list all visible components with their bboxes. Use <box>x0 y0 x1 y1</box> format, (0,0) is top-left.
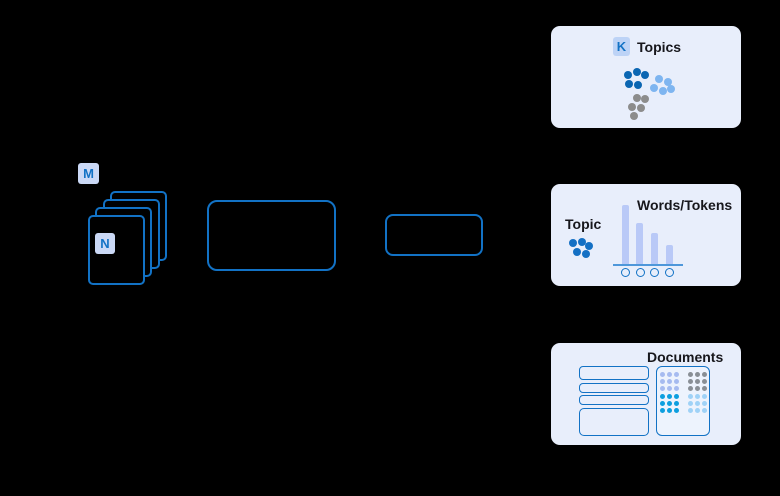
word-token-circle <box>649 267 659 277</box>
blue-topic-cluster-dot <box>582 250 590 258</box>
document-topic-grid-dot <box>694 400 700 406</box>
bar-chart-axis <box>613 264 683 266</box>
document-topic-grid-dot <box>687 407 693 413</box>
document-topic-grid-dot <box>673 378 679 384</box>
words-tokens-label: Words/Tokens <box>637 197 733 213</box>
plate-count-m-badge: M <box>78 163 99 184</box>
light-blue-topic-cluster-dot <box>655 75 663 83</box>
document-topic-grid-dot <box>701 378 707 384</box>
process-box-large <box>207 200 336 271</box>
documents-panel: Documents <box>551 343 741 445</box>
topic-count-k-badge: K <box>613 37 630 56</box>
blue-topic-cluster-dot <box>569 239 577 247</box>
document-text-line-2 <box>579 383 649 393</box>
document-topic-grid-dot <box>694 385 700 391</box>
topic-dot-cluster <box>551 184 741 286</box>
document-text-line-1 <box>579 366 649 380</box>
document-topic-grid-dot <box>673 371 679 377</box>
document-topic-grid-dot <box>687 371 693 377</box>
light-blue-topic-cluster-dot <box>650 84 658 92</box>
document-topic-grid-dot <box>673 385 679 391</box>
document-topic-grid-dot <box>694 393 700 399</box>
dark-blue-topic-cluster-dot <box>625 80 633 88</box>
word-frequency-bar <box>666 245 673 265</box>
light-blue-topic-cluster-dot <box>659 87 667 95</box>
document-topic-grid-dot <box>687 393 693 399</box>
topics-panel: K Topics <box>551 26 741 128</box>
topics-panel-title: Topics <box>637 38 682 55</box>
blue-topic-cluster-dot <box>585 242 593 250</box>
gray-topic-cluster-dot <box>633 94 641 102</box>
topic-word-distribution-panel: Topic Words/Tokens <box>551 184 741 286</box>
document-topic-grid-dot <box>659 371 665 377</box>
document-topic-grid-dot <box>666 371 672 377</box>
document-topic-grid-dot <box>701 393 707 399</box>
gray-topic-cluster-dot <box>630 112 638 120</box>
document-topic-grid-dot <box>666 385 672 391</box>
document-topic-grid-dot <box>666 393 672 399</box>
document-topic-grid-dot <box>701 400 707 406</box>
blue-topic-cluster-dot <box>573 248 581 256</box>
document-topic-grid-dot <box>659 400 665 406</box>
document-topic-grid-dot <box>666 378 672 384</box>
plate-count-n-badge: N <box>95 233 115 254</box>
document-topic-grid-dot <box>687 385 693 391</box>
blue-topic-cluster-dot <box>578 238 586 246</box>
process-box-small <box>385 214 483 256</box>
document-topic-grid-dot <box>673 393 679 399</box>
word-token-circle <box>635 267 645 277</box>
document-topic-grid-box <box>656 366 710 436</box>
topics-panel-header: K Topics <box>613 37 681 56</box>
document-topic-grid-dot <box>694 407 700 413</box>
document-topic-grid-dot <box>694 371 700 377</box>
document-topic-grid-dot <box>666 407 672 413</box>
document-topic-grid-dot <box>701 385 707 391</box>
document-topic-grid-dot <box>659 385 665 391</box>
document-topic-grid-dot <box>687 378 693 384</box>
word-frequency-bar <box>622 205 629 265</box>
gray-topic-cluster-dot <box>628 103 636 111</box>
light-blue-topic-cluster-dot <box>667 85 675 93</box>
documents-panel-title: Documents <box>647 349 724 365</box>
word-frequency-bar-chart <box>551 184 741 286</box>
document-text-line-3 <box>579 395 649 405</box>
document-topic-grid-dot <box>659 407 665 413</box>
document-topic-grid-dot <box>673 407 679 413</box>
document-topic-grid-dot <box>701 407 707 413</box>
document-topic-grid-dot <box>687 400 693 406</box>
topic-clusters-illustration <box>551 26 741 128</box>
dark-blue-topic-cluster-dot <box>633 68 641 76</box>
topic-label: Topic <box>565 216 602 232</box>
dark-blue-topic-cluster-dot <box>641 71 649 79</box>
document-text-block <box>579 408 649 436</box>
dark-blue-topic-cluster-dot <box>624 71 632 79</box>
document-topic-grid-dot <box>666 400 672 406</box>
gray-topic-cluster-dot <box>637 104 645 112</box>
word-token-circle <box>664 267 674 277</box>
document-topic-grid-dot <box>673 400 679 406</box>
light-blue-topic-cluster-dot <box>664 78 672 86</box>
word-frequency-bar <box>636 223 643 265</box>
word-token-circle <box>620 267 630 277</box>
document-topic-grid-dot <box>659 378 665 384</box>
word-frequency-bar <box>651 233 658 265</box>
document-topic-grid-dot <box>694 378 700 384</box>
document-topic-dot-grid <box>551 343 741 445</box>
document-topic-grid-dot <box>659 393 665 399</box>
document-topic-grid-dot <box>701 371 707 377</box>
dark-blue-topic-cluster-dot <box>634 81 642 89</box>
gray-topic-cluster-dot <box>641 95 649 103</box>
